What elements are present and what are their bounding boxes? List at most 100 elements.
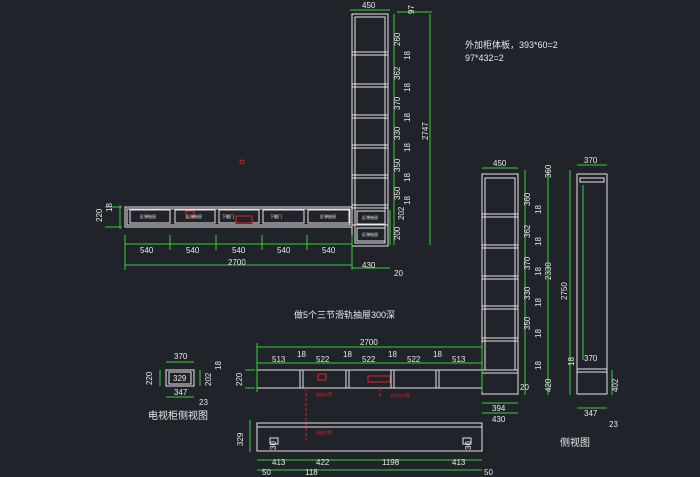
dim-18-d: 18 (403, 143, 412, 152)
side-dim-2330: 2330 (544, 262, 553, 280)
side-dim-shelf-5: 350 (523, 316, 532, 330)
front-dim-30-b: 30 (464, 441, 473, 450)
tv-dim-202: 202 (204, 372, 213, 386)
side-dimension-lines (482, 164, 613, 414)
front-dim-seg-7: 522 (407, 355, 421, 364)
front-dim-seg-6: 18 (388, 350, 397, 359)
dim-shelf-6: 350 (393, 186, 402, 200)
front-dim-50-b: 50 (484, 468, 493, 477)
side-dim-shelf-3: 370 (523, 256, 532, 270)
front-dim-seg-2: 18 (297, 350, 306, 359)
dim-seg-4: 540 (277, 246, 291, 255)
tv-side-caption: 电视柜侧视图 (148, 409, 208, 422)
red-note-b: 走线孔位置 (390, 392, 410, 398)
dim-18-a: 18 (403, 51, 412, 60)
front-dim-30-a: 30 (269, 441, 278, 450)
side-dim-20: 20 (520, 383, 529, 392)
dim-seg-5: 540 (322, 246, 336, 255)
dim-row-220: 220 (95, 208, 104, 222)
front-dim-50-a: 50 (262, 468, 271, 477)
dim-18-c: 18 (403, 113, 412, 122)
side-dim-360-top: 360 (544, 164, 553, 178)
front-dim-seg-5: 522 (362, 355, 376, 364)
dim-20: 20 (394, 269, 403, 278)
front-dim-413-a: 413 (272, 458, 286, 467)
front-dim-seg-3: 522 (316, 355, 330, 364)
dim-shelf-3: 370 (393, 96, 402, 110)
tv-dim-220: 220 (145, 371, 154, 385)
side-dim-420: 420 (544, 378, 553, 392)
tv-dim-23: 23 (199, 398, 208, 407)
side-dim-18-b: 18 (534, 237, 543, 246)
tv-cabinet-side (159, 361, 201, 398)
side-dim-18-a: 18 (534, 205, 543, 214)
front-dim-220: 220 (235, 372, 244, 386)
red-note-a: 插座位置 (316, 391, 332, 397)
note-extra-panel-2: 97*432=2 (465, 53, 504, 63)
flap-door-label-2: 下翻门 (270, 213, 282, 219)
front-dim-413-b: 413 (452, 458, 466, 467)
side-dim-shelf-1: 360 (523, 192, 532, 206)
dim-seg-1: 540 (140, 246, 154, 255)
side-dim-shelf-2: 362 (523, 224, 532, 238)
dim-18-b: 18 (403, 83, 412, 92)
drawer-label-5: 反弹抽屉 (362, 231, 378, 237)
dim-shelf-2: 362 (393, 66, 402, 80)
front-dim-seg-8: 18 (433, 350, 442, 359)
drawer-label-4: 反弹抽屉 (362, 214, 378, 220)
side-dim-18-d: 18 (534, 298, 543, 307)
note-drawers: 做5个三节滑轨抽屉300深 (294, 309, 395, 320)
side-narrow-panel (576, 173, 608, 395)
tv-dim-329: 329 (173, 374, 187, 383)
dim-shelf-4: 330 (393, 126, 402, 140)
dim-top-97: 97 (407, 5, 416, 14)
front-dim-seg-4: 18 (343, 350, 352, 359)
side-dim-394: 394 (492, 404, 506, 413)
drawer-label-3: 反弹抽屉 (320, 213, 336, 219)
tv-dim-370: 370 (174, 352, 188, 361)
side-dim-shelf-4: 330 (523, 286, 532, 300)
drawer-row (124, 159, 386, 242)
narrow-dim-inner: 370 (584, 354, 598, 363)
tower-outline (351, 13, 389, 247)
narrow-dim-23: 23 (609, 420, 618, 429)
front-dim-seg-9: 513 (452, 355, 466, 364)
narrow-dim-347: 347 (584, 409, 598, 418)
front-dim-118: 118 (305, 468, 318, 477)
dim-seg-3: 540 (232, 246, 246, 255)
front-cabinet (256, 369, 483, 452)
front-dim-329: 329 (236, 432, 245, 446)
side-dim-width: 450 (493, 159, 507, 168)
side-dim-18-c: 18 (534, 267, 543, 276)
dim-430: 430 (362, 261, 376, 270)
front-dim-total: 2700 (360, 338, 378, 347)
side-dim-18-f: 18 (534, 361, 543, 370)
drawer-label-2: 反弹抽屉 (186, 213, 202, 219)
side-view-caption: 侧视图 (560, 436, 590, 449)
dim-row-202: 202 (397, 206, 406, 220)
narrow-dim-18: 18 (567, 357, 576, 366)
narrow-dim-height: 2750 (560, 282, 569, 300)
dim-seg-2: 540 (186, 246, 200, 255)
tv-dim-18: 18 (214, 361, 223, 370)
dim-shelf-5: 350 (393, 158, 402, 172)
side-dim-18-e: 18 (534, 329, 543, 338)
dim-shelf-7: 200 (393, 226, 402, 240)
dim-18-e: 18 (403, 173, 412, 182)
tv-dim-347: 347 (174, 388, 188, 397)
front-dimension-lines (245, 343, 483, 471)
dim-tower-height: 2747 (421, 122, 430, 140)
side-shelf-tower (481, 173, 519, 395)
drawer-label-1: 反弹抽屉 (140, 213, 156, 219)
narrow-dim-width: 370 (584, 156, 598, 165)
narrow-dim-402: 402 (611, 378, 620, 392)
dim-row-18: 18 (105, 203, 114, 212)
dim-18-f: 18 (403, 196, 412, 205)
front-dim-seg-1: 513 (272, 355, 286, 364)
front-dim-422: 422 (316, 458, 330, 467)
flap-door-label-1: 下翻门 (222, 213, 234, 219)
front-dim-1198: 1198 (382, 458, 400, 467)
note-extra-panel-1: 外加柜体板，393*60=2 (465, 39, 558, 50)
